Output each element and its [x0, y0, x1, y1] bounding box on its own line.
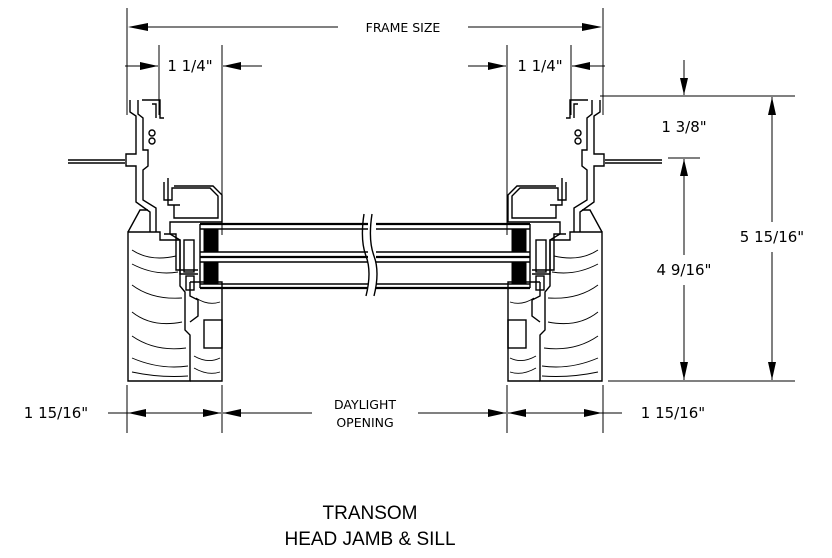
inner-height-label: 4 9/16" — [657, 261, 712, 279]
top-rise-label: 1 3/8" — [661, 118, 706, 136]
left-frame-depth-dimension: 1 1/4" — [125, 45, 262, 235]
insulated-glass-unit — [199, 213, 531, 297]
right-frame-depth-label: 1 1/4" — [517, 57, 562, 75]
left-frame-depth-label: 1 1/4" — [167, 57, 212, 75]
bottom-dimensions: 1 15/16" DAYLIGHT OPENING 1 15/16" — [24, 385, 705, 433]
right-frame-depth-dimension: 1 1/4" — [468, 45, 605, 235]
title-line1: TRANSOM — [323, 503, 418, 524]
frame-size-dimension: FRAME SIZE — [126, 8, 604, 115]
daylight-label-line1: DAYLIGHT — [334, 397, 396, 412]
left-frame-section — [68, 99, 223, 382]
right-jamb-width-label: 1 15/16" — [641, 404, 705, 422]
right-frame-section — [507, 99, 662, 382]
daylight-label-line2: OPENING — [336, 415, 393, 430]
title-line2: HEAD JAMB & SILL — [284, 529, 455, 550]
left-jamb-width-label: 1 15/16" — [24, 404, 88, 422]
frame-size-label: FRAME SIZE — [366, 20, 441, 35]
vertical-dimensions: 1 3/8" 4 9/16" 5 15/16" — [600, 60, 804, 382]
drawing-title: TRANSOM HEAD JAMB & SILL — [284, 503, 455, 550]
overall-height-label: 5 15/16" — [740, 228, 804, 246]
